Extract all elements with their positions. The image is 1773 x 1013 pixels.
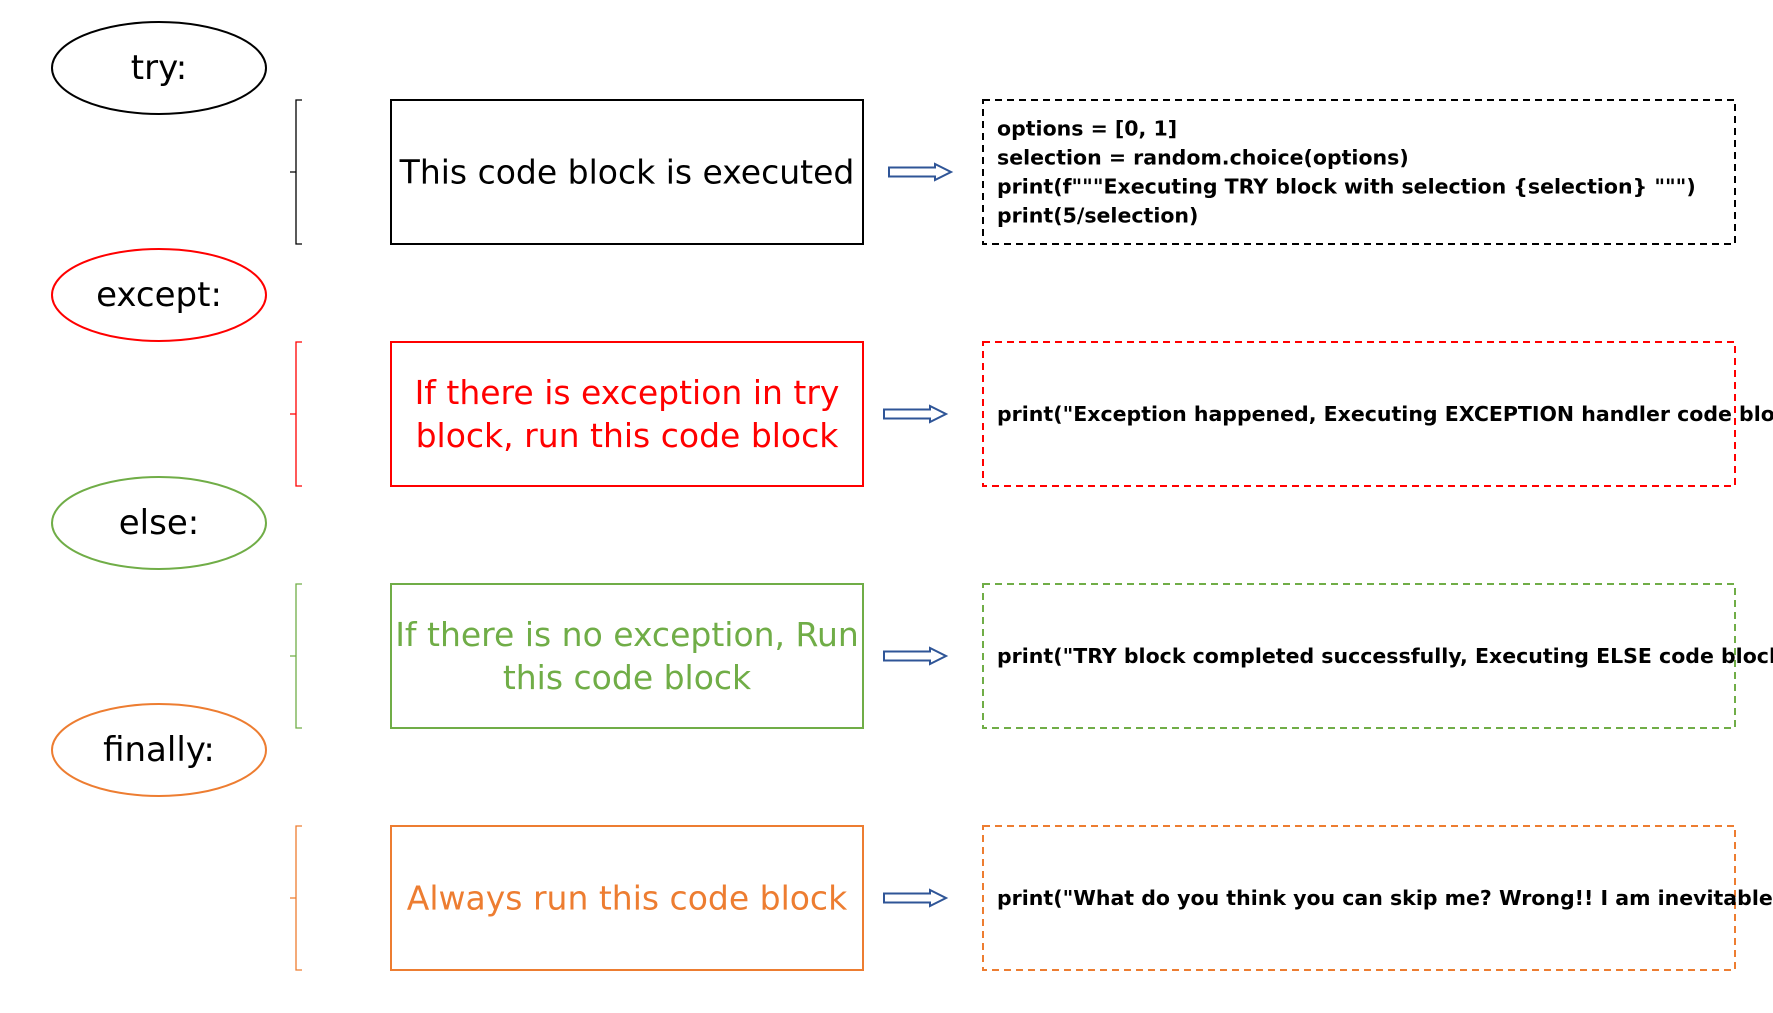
finally-code-box	[982, 825, 1736, 971]
try-code-line: options = [0, 1]	[997, 117, 1177, 141]
section-else: else: If there is no exception, Run this c…	[51, 476, 1773, 729]
else-description-box	[390, 583, 864, 729]
section-except: except: If there is exception in try block…	[51, 248, 1773, 487]
section-try: try: This code block is executed options =…	[51, 21, 1736, 245]
finally-brace	[290, 825, 302, 971]
try-code-box	[982, 99, 1736, 245]
try-code-line: print(f"""Executing TRY block with selec…	[997, 175, 1696, 199]
else-keyword-label: else:	[119, 503, 199, 543]
else-code-box	[982, 583, 1736, 729]
finally-keyword-label: finally:	[103, 730, 215, 770]
else-brace	[290, 583, 302, 729]
except-description-line: If there is exception in try	[415, 373, 840, 412]
except-code-line: print("Exception happened, Executing EXC…	[997, 402, 1773, 426]
try-arrow	[888, 162, 954, 182]
finally-arrow	[883, 888, 949, 908]
finally-description-line: Always run this code block	[407, 879, 848, 918]
try-code-line: print(5/selection)	[997, 204, 1198, 228]
except-code-box	[982, 341, 1736, 487]
else-keyword-ellipse	[51, 476, 267, 570]
except-brace	[290, 341, 302, 487]
else-description-line: If there is no exception, Run	[395, 615, 859, 654]
try-code-line: selection = random.choice(options)	[997, 146, 1409, 170]
try-keyword-ellipse	[51, 21, 267, 115]
section-finally: finally: Always run this code block print(…	[51, 703, 1773, 971]
except-keyword-ellipse	[51, 248, 267, 342]
else-code-line: print("TRY block completed successfully,…	[997, 644, 1773, 668]
finally-code-line: print("What do you think you can skip me…	[997, 886, 1773, 910]
else-description-line: this code block	[503, 658, 752, 697]
except-description-line: block, run this code block	[416, 416, 840, 455]
finally-keyword-ellipse	[51, 703, 267, 797]
else-arrow	[883, 646, 949, 666]
try-description-line: This code block is executed	[399, 153, 855, 192]
except-keyword-label: except:	[96, 275, 222, 315]
except-arrow	[883, 404, 949, 424]
finally-description-box	[390, 825, 864, 971]
try-brace	[290, 99, 302, 245]
try-description-box	[390, 99, 864, 245]
try-keyword-label: try:	[131, 48, 187, 88]
except-description-box	[390, 341, 864, 487]
